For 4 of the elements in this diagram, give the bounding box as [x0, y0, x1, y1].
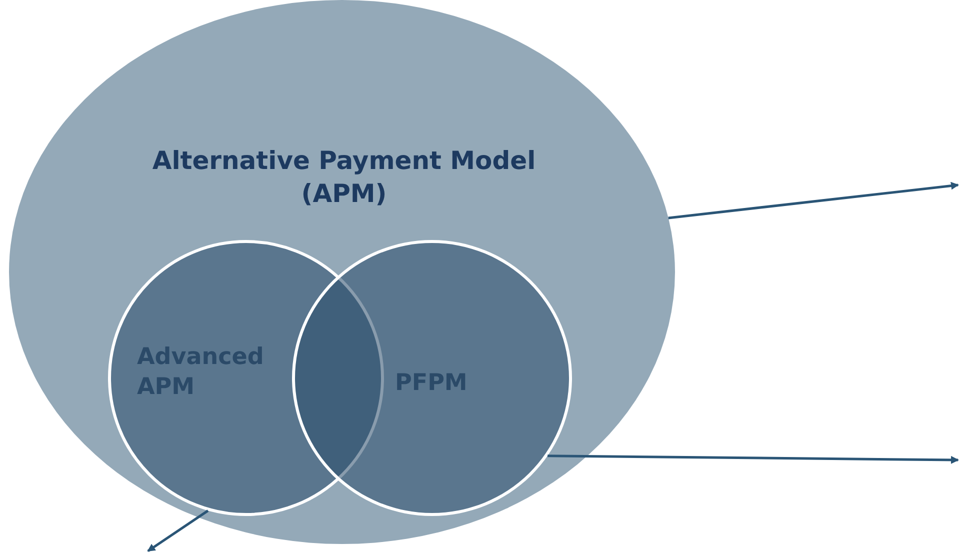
- arrow: [548, 454, 959, 464]
- arrow: [668, 182, 959, 220]
- node-label: Alternative Payment Model (APM): [151, 145, 537, 210]
- arrow: [147, 510, 209, 552]
